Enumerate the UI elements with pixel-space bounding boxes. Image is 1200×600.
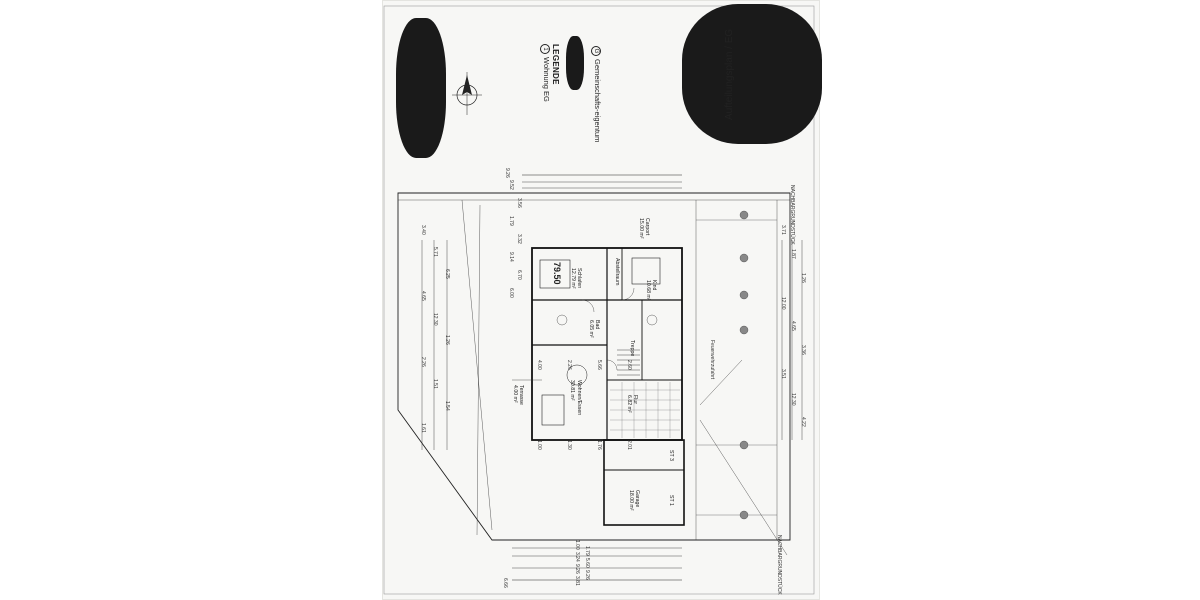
dim-label-interior: 5.66 <box>596 360 602 370</box>
legend-item-g: G Gemeinschafts-eigentum <box>591 46 602 142</box>
bed-2 <box>631 257 661 285</box>
room-label-schlafen: Schlafen <box>576 268 582 289</box>
room-label-abstell: Abstellraum <box>614 258 620 286</box>
label-neighbour-bottom: NACHBARGRUNDSTÜCK <box>776 535 782 595</box>
dim-label-top-total: 9.26 <box>504 168 510 178</box>
dim-label-bottom: 5.60 <box>584 558 590 568</box>
bed <box>539 259 571 289</box>
dim-label-left: 2.26 <box>420 357 426 367</box>
floor-plan-sheet: LEGENDE 1Wohnung EG G Gemeinschafts-eigen… <box>382 0 822 600</box>
dim-label-left: 5.71 <box>432 247 438 257</box>
dim-label-top: 3.56 <box>516 198 522 208</box>
dim-label-bottom: 1.00 <box>574 540 580 550</box>
dim-label-left: 1.51 <box>432 379 438 389</box>
plan-title: Aufteilungsplan / EG <box>724 28 735 120</box>
dim-label-right: 1.87 <box>790 249 796 259</box>
room-area-terrasse: 4.00 m² <box>512 385 518 403</box>
dim-label-right: 4.22 <box>800 417 806 427</box>
dim-label-right: 3.51 <box>780 369 786 379</box>
legend-item: 1Wohnung EG <box>540 44 551 102</box>
dim-label-top: 9.14 <box>508 252 514 262</box>
room-area-schlafen: 12.79 m² <box>570 268 576 289</box>
room-label-flur: Flur <box>632 395 638 404</box>
room-label-carport: Carport <box>644 218 650 236</box>
room-label-terrasse: Terrasse <box>518 385 524 405</box>
legend-key: G <box>591 46 601 56</box>
dim-label-bottom: 3.81 <box>574 576 580 586</box>
dim-label-interior: 2.01 <box>626 440 632 450</box>
sheet-frame <box>383 5 815 595</box>
trees <box>739 210 749 520</box>
parcel-boundary <box>397 192 791 541</box>
label-neighbour-top: NACHBARGRUNDSTÜCK <box>789 185 795 245</box>
dim-label-top: 1.79 <box>508 216 514 226</box>
room-label-wohnen: Wohnen/Essen <box>576 380 582 416</box>
dim-label-interior: 1.30 <box>566 440 572 450</box>
legend-label: Wohnung EG <box>542 57 551 102</box>
room-label-st1: ST 1 <box>668 495 674 506</box>
dim-label-left: 6.25 <box>444 269 450 279</box>
dim-label-left: 12.30 <box>432 313 438 326</box>
room-area-wohnen: 30.81 m² <box>569 380 575 401</box>
room-area-flur: 6.82 m² <box>626 395 632 413</box>
dim-label-right: 4.65 <box>790 321 796 331</box>
label-fire-access: Feuerwehrzufahrt <box>709 340 715 380</box>
room-label-bad: Bad <box>594 320 600 330</box>
dim-label-interior: 4.00 <box>536 360 542 370</box>
north-arrow-icon <box>452 72 482 115</box>
room-label-st3: ST 3 <box>668 450 674 461</box>
legend: LEGENDE 1Wohnung EG <box>540 44 560 102</box>
dim-label-bottom: 3.24 <box>574 552 580 562</box>
room-area-carport: 15.00 m² <box>638 218 644 239</box>
dim-label-left: 1.54 <box>444 401 450 411</box>
dim-label-right: 1.26 <box>800 273 806 283</box>
dim-label-right: 3.71 <box>780 225 786 235</box>
outdoor-paving <box>696 219 777 516</box>
legend-heading: LEGENDE <box>551 44 560 85</box>
dim-label-left: 1.61 <box>420 423 426 433</box>
dim-label-right: 3.36 <box>800 345 806 355</box>
dim-label-interior: 2.60 <box>626 360 632 370</box>
dim-label-top: 6.00 <box>508 288 514 298</box>
floor-plan-drawing <box>383 5 815 595</box>
dim-label-left: 3.40 <box>420 225 426 235</box>
dim-label-left: 4.65 <box>420 291 426 301</box>
redaction-top-right <box>682 4 822 144</box>
room-label-treppe: Treppe <box>629 340 635 357</box>
dining-table <box>566 364 588 386</box>
room-label-garage: Garage <box>634 490 640 508</box>
legend-key: 1 <box>540 44 550 54</box>
diagonal-boundary <box>461 199 493 531</box>
dim-label-interior: 1.76 <box>596 440 602 450</box>
redaction-legend <box>566 36 584 90</box>
dim-label-bottom-total: 6.66 <box>502 578 508 588</box>
dim-label-left: 1.26 <box>444 335 450 345</box>
room-label-kind: Kind <box>651 280 657 291</box>
dim-label-top: 3.32 <box>516 234 522 244</box>
redaction-top-left <box>396 18 446 158</box>
dim-label-bottom: 9.26 <box>574 564 580 574</box>
dim-label-interior: 1.00 <box>536 440 542 450</box>
dim-label-top: 9.52 <box>508 180 514 190</box>
room-area-kind: 10.68 m² <box>645 280 651 301</box>
room-area-bad: 6.05 m² <box>588 320 594 338</box>
dim-label-right: 12.30 <box>790 393 796 406</box>
room-area-total: 79.50 <box>552 262 562 285</box>
floor-tiles <box>610 382 680 438</box>
dim-label-top: 6.70 <box>516 270 522 280</box>
dim-label-bottom: 1.79 <box>584 546 590 556</box>
dim-label-right: 12.00 <box>780 297 786 310</box>
room-area-garage: 18.00 m² <box>628 490 634 511</box>
stair-hatch <box>617 349 640 376</box>
dim-label-bottom: 9.26 <box>584 570 590 580</box>
dim-label-interior: 2.26 <box>566 360 572 370</box>
legend-label: Gemeinschafts-eigentum <box>593 59 602 143</box>
sofa <box>541 394 565 426</box>
